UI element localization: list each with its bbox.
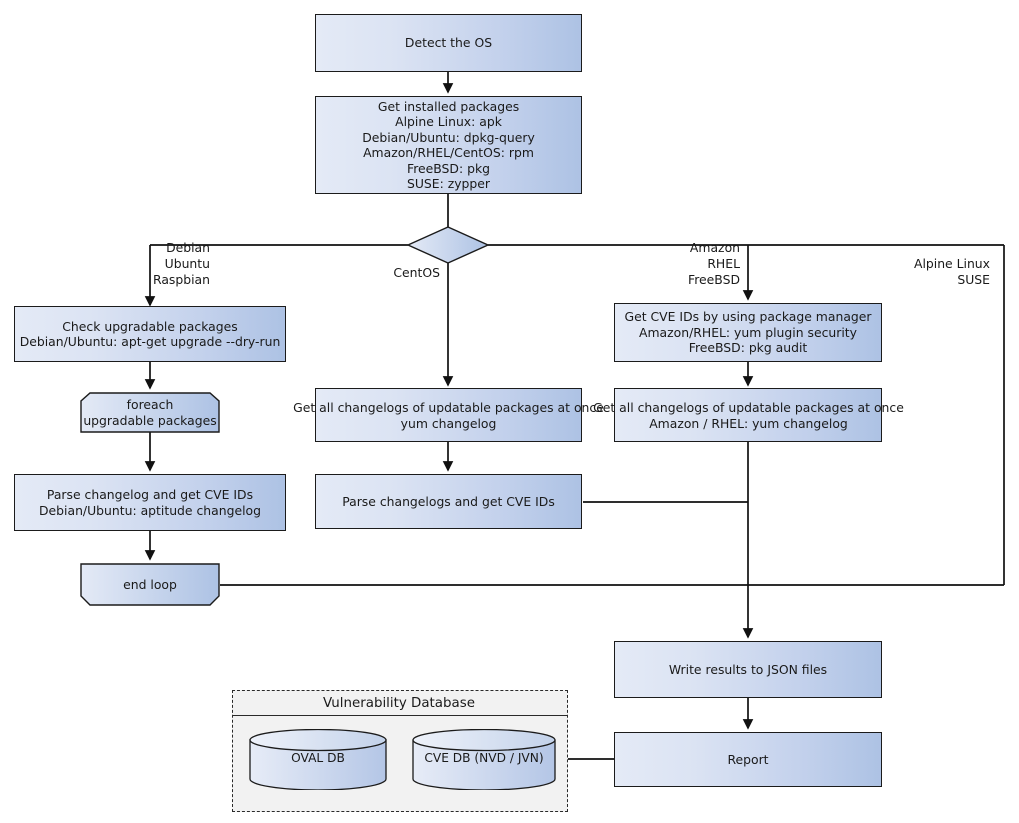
node-parse-changelogs-centos-label: Parse changelogs and get CVE IDs <box>342 493 555 509</box>
node-parse-changelogs-centos[interactable]: Parse changelogs and get CVE IDs <box>315 474 582 529</box>
node-write-json[interactable]: Write results to JSON files <box>614 641 882 698</box>
node-end-loop-label: end loop <box>123 576 177 592</box>
node-changelogs-centos[interactable] <box>315 388 582 442</box>
node-report[interactable]: Report <box>614 732 882 787</box>
db-cylinder-cve-label: CVE DB (NVD / JVN) <box>424 751 544 765</box>
node-changelogs-rhel[interactable] <box>614 388 882 442</box>
vulnerability-database-title-sep <box>233 715 567 716</box>
db-cylinder-cve-shape <box>412 728 556 791</box>
db-cylinder-oval-shape <box>249 728 387 791</box>
node-detect-os-label: Detect the OS <box>404 35 493 51</box>
db-cylinder-oval-label: OVAL DB <box>291 751 345 765</box>
db-cylinder-oval[interactable]: OVAL DB <box>249 728 387 791</box>
node-write-json-label: Write results to JSON files <box>668 661 828 677</box>
node-detect-os[interactable]: Detect the OS <box>315 14 582 72</box>
branch-label-centos: CentOS <box>393 265 440 280</box>
vulnerability-database-title: Vulnerability Database <box>323 696 475 711</box>
end-loop-shape <box>80 563 220 606</box>
db-cylinder-cve[interactable]: CVE DB (NVD / JVN) <box>412 728 556 791</box>
node-end-loop[interactable]: end loop <box>80 563 220 606</box>
decision-diamond <box>406 226 490 264</box>
node-report-label: Report <box>727 751 769 767</box>
foreach-shape <box>80 392 220 433</box>
